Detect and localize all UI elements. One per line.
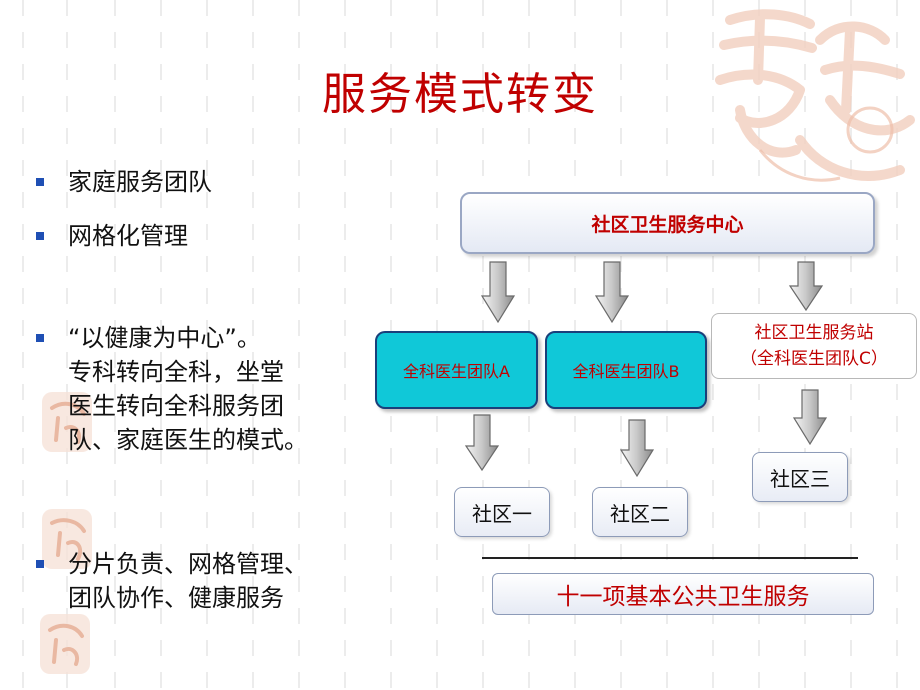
- down-arrow-icon: [464, 414, 500, 472]
- background-line: [252, 0, 254, 690]
- station-label-line2: （全科医生团队C）: [740, 349, 888, 369]
- community-3-box: 社区三: [752, 452, 848, 502]
- background-line: [66, 0, 68, 690]
- bullet-text: 家庭服务团队: [68, 168, 212, 196]
- center-label: 社区卫生服务中心: [591, 213, 744, 236]
- bullet-text: 网格化管理: [68, 222, 188, 250]
- slide-title: 服务模式转变: [322, 69, 598, 120]
- divider-line: [482, 557, 858, 559]
- down-arrow-icon: [792, 389, 828, 446]
- down-arrow-icon: [594, 261, 630, 324]
- community-1-box: 社区一: [454, 487, 550, 537]
- team-b-box: 全科医生团队B: [545, 331, 707, 409]
- bullet-item: 网格化管理: [36, 219, 381, 253]
- down-arrow-icon: [788, 261, 824, 312]
- team-a-box: 全科医生团队A: [375, 331, 538, 409]
- bullet-text: 队、家庭医生的模式。: [68, 426, 308, 454]
- down-arrow-icon: [480, 261, 516, 324]
- down-arrow-icon: [619, 419, 655, 478]
- services-label: 十一项基本公共卫生服务: [556, 584, 810, 610]
- bullet-text: “以健康为中心”。: [68, 324, 261, 352]
- background-line: [160, 0, 162, 690]
- background-line: [22, 0, 24, 690]
- community-2-box: 社区二: [592, 487, 688, 537]
- team-b-label: 全科医生团队B: [572, 362, 680, 381]
- community-2-label: 社区二: [610, 501, 670, 526]
- team-a-label: 全科医生团队A: [403, 362, 510, 381]
- bullet-text: 医生转向全科服务团: [68, 392, 284, 420]
- background-line: [114, 0, 116, 690]
- background-line: [206, 0, 208, 690]
- bullet-text: 专科转向全科，坐堂: [68, 358, 284, 386]
- station-label-line1: 社区卫生服务站: [754, 323, 874, 343]
- public-health-services-box: 十一项基本公共卫生服务: [492, 573, 874, 615]
- background-line: [298, 0, 300, 690]
- background-line: [344, 0, 346, 690]
- health-station-box: 社区卫生服务站 （全科医生团队C）: [711, 313, 917, 379]
- bullet-item: “以健康为中心”。 专科转向全科，坐堂 医生转向全科服务团 队、家庭医生的模式。: [36, 321, 381, 457]
- square-bullet-icon: [36, 178, 44, 186]
- bullet-item: 分片负责、网格管理、 团队协作、健康服务: [36, 547, 381, 615]
- square-bullet-icon: [36, 232, 44, 240]
- square-bullet-icon: [36, 334, 44, 342]
- square-bullet-icon: [36, 560, 44, 568]
- bullet-text: 团队协作、健康服务: [68, 584, 284, 612]
- community-1-label: 社区一: [472, 501, 532, 526]
- bullet-item: 家庭服务团队: [36, 165, 381, 199]
- community-health-center-box: 社区卫生服务中心: [460, 192, 875, 254]
- bullet-text: 分片负责、网格管理、: [68, 550, 308, 578]
- community-3-label: 社区三: [770, 466, 830, 491]
